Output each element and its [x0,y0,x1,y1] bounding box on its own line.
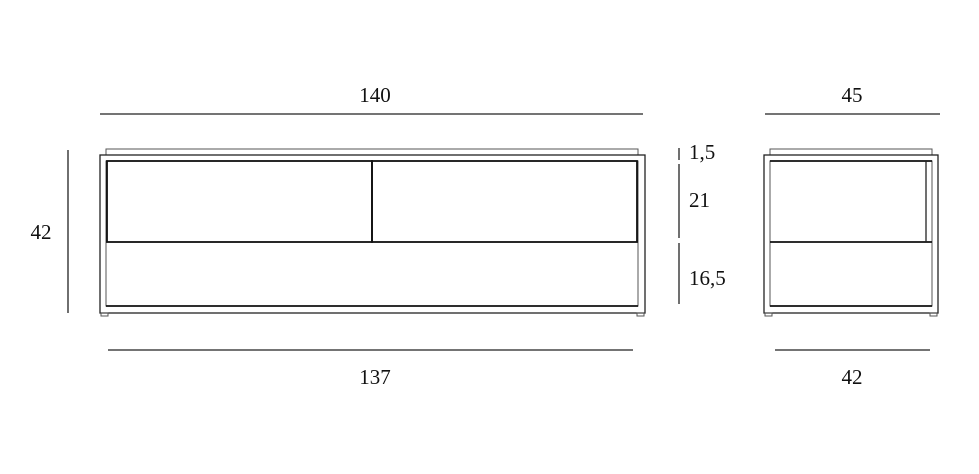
side-foot-left [764,312,773,317]
drawer-left [106,160,373,243]
front-view [99,148,646,317]
side-view [763,148,939,317]
foot-right [636,312,645,317]
side-outer-frame [763,154,939,314]
foot-left [100,312,109,317]
dimension-overall-width: 140 [359,83,391,107]
top-plate [105,148,639,156]
outer-frame [99,154,646,314]
dimension-inner-width: 137 [359,365,391,389]
side-inner-frame [769,160,933,307]
dimension-top-thickness: 1,5 [689,140,715,164]
drawer-right [371,160,638,243]
dimension-lower-height: 16,5 [689,266,726,290]
dimension-overall-height: 42 [31,220,52,244]
dimension-overall-depth: 45 [842,83,863,107]
side-top-plate [769,148,933,156]
dimension-drawer-height: 21 [689,188,710,212]
dimension-inner-depth: 42 [842,365,863,389]
side-foot-right [929,312,938,317]
